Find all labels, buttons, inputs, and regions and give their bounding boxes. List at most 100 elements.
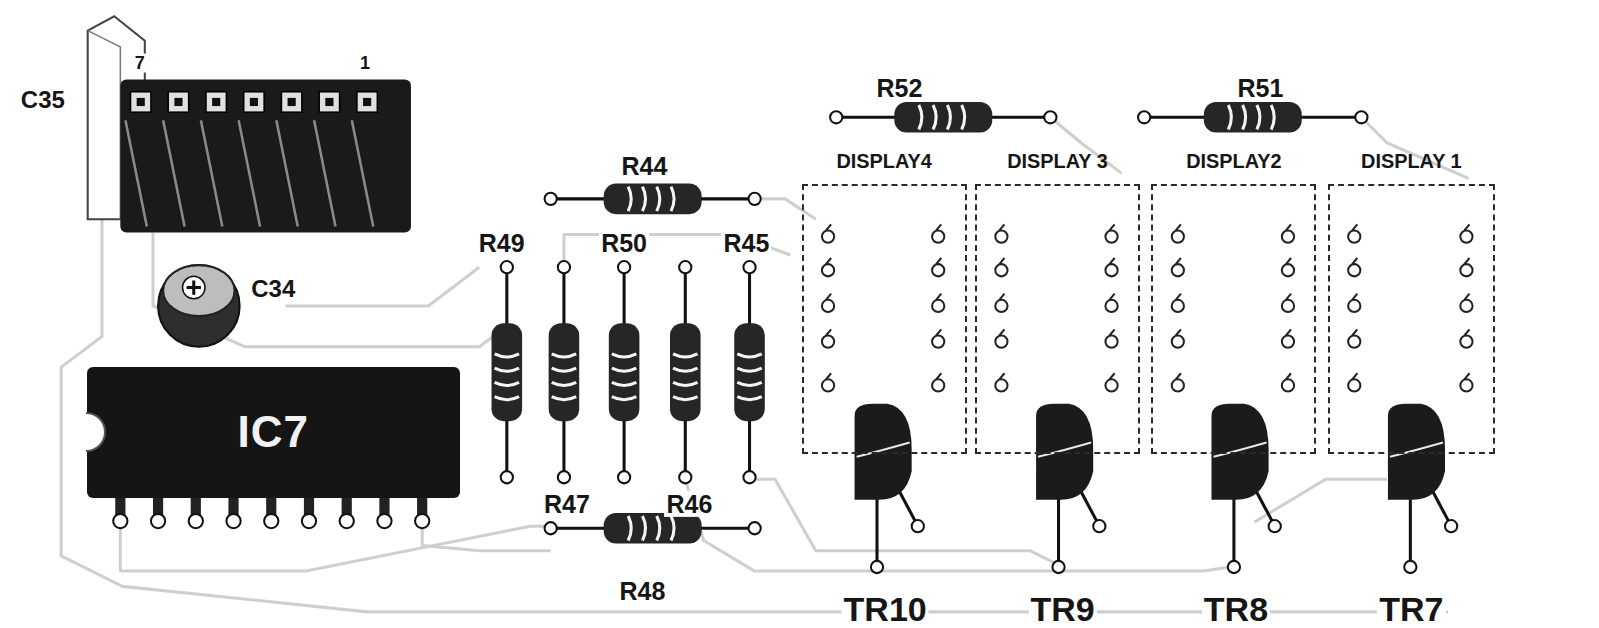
copper-trace xyxy=(750,479,1061,566)
transistor-body xyxy=(1211,404,1268,500)
artwork xyxy=(61,16,1472,612)
solder-pad xyxy=(558,261,570,273)
transistor-body xyxy=(1388,404,1445,500)
solder-pad xyxy=(995,379,1007,391)
solder-pad xyxy=(822,264,834,276)
pad-lead xyxy=(1352,294,1357,300)
solder-pad xyxy=(1460,230,1472,242)
resistor-symbol xyxy=(545,184,761,215)
connector-ridge xyxy=(352,120,373,226)
capacitor-c34 xyxy=(158,265,240,347)
ic-pin xyxy=(115,496,125,516)
part-label: R48 xyxy=(618,578,668,604)
part-label: C35 xyxy=(19,87,67,112)
solder-pad xyxy=(1093,520,1105,532)
color-band xyxy=(737,354,761,357)
color-band xyxy=(947,105,950,129)
connector-hole xyxy=(288,98,296,106)
connector-ridge xyxy=(125,120,146,226)
part-label: R46 xyxy=(664,491,714,517)
transistor-leg xyxy=(1232,496,1235,563)
pad-lead xyxy=(1286,224,1291,230)
ic-pin xyxy=(417,496,427,516)
color-band xyxy=(612,382,636,385)
part-label: C34 xyxy=(249,276,297,301)
ic-pin xyxy=(379,496,389,516)
solder-pad xyxy=(1172,300,1184,312)
solder-pad xyxy=(995,230,1007,242)
color-band xyxy=(495,368,519,371)
part-label: IC7 xyxy=(238,407,309,457)
solder-pad xyxy=(501,471,513,483)
pad-lead xyxy=(1286,373,1291,379)
polarity-mark xyxy=(183,276,205,298)
pad-lead xyxy=(1110,373,1115,379)
pad-lead xyxy=(1110,258,1115,264)
pad-lead xyxy=(1464,373,1469,379)
solder-pad xyxy=(1404,561,1416,573)
color-band xyxy=(737,368,761,371)
color-band xyxy=(552,368,576,371)
color-band xyxy=(642,516,645,540)
solder-pad xyxy=(743,261,755,273)
transistor-leg xyxy=(875,496,878,563)
part-label: R45 xyxy=(722,230,772,256)
solder-pad xyxy=(302,514,316,528)
transistor-leg xyxy=(1433,492,1449,523)
resistor-body xyxy=(492,323,523,421)
connector-ridge xyxy=(239,120,260,226)
solder-pad xyxy=(995,264,1007,276)
pin-number: 1 xyxy=(358,54,372,73)
pad-lead xyxy=(936,258,941,264)
transistor-symbol xyxy=(1388,404,1457,573)
solder-pad xyxy=(113,514,127,528)
pad-lead xyxy=(1176,294,1181,300)
connector-ridge xyxy=(201,120,222,226)
copper-trace xyxy=(153,233,507,347)
pad-lead xyxy=(999,373,1004,379)
resistor-symbol xyxy=(734,261,765,483)
transistor-symbol xyxy=(1211,404,1280,573)
connector-hole xyxy=(174,98,182,106)
display-label: DISPLAY2 xyxy=(1151,149,1316,173)
transistor-symbol xyxy=(1036,404,1105,573)
color-band xyxy=(962,105,965,129)
color-band xyxy=(673,354,697,357)
ic-package: IC7 xyxy=(87,367,460,498)
connector-hole xyxy=(250,98,258,106)
solder-pad xyxy=(679,261,691,273)
resistor-symbol xyxy=(1138,102,1367,133)
solder-pad xyxy=(1460,264,1472,276)
solder-pad xyxy=(558,471,570,483)
solder-pad xyxy=(1348,379,1360,391)
pad-lead xyxy=(1286,329,1291,335)
capacitor-top xyxy=(163,265,234,316)
connector-pin xyxy=(244,92,264,112)
part-label: R44 xyxy=(620,153,670,179)
part-label: R47 xyxy=(542,491,592,517)
ic-notch xyxy=(86,412,106,452)
pad-lead xyxy=(936,294,941,300)
pad-lead xyxy=(1176,373,1181,379)
transistor-highlight xyxy=(857,443,910,457)
connector-ridge xyxy=(314,120,335,226)
pad-lead xyxy=(936,224,941,230)
solder-pad xyxy=(871,561,883,573)
copper-trace xyxy=(286,267,480,306)
color-band xyxy=(495,354,519,357)
pad-lead xyxy=(936,373,941,379)
solder-pad xyxy=(189,514,203,528)
part-label: TR8 xyxy=(1202,592,1270,628)
ic-pin xyxy=(266,496,276,516)
solder-pad xyxy=(1052,561,1064,573)
solder-pad xyxy=(1348,336,1360,348)
solder-pad xyxy=(618,471,630,483)
solder-pad xyxy=(830,111,842,123)
color-band xyxy=(657,187,660,211)
pad-lead xyxy=(826,373,831,379)
resistor-body xyxy=(604,513,702,544)
connector-hole xyxy=(137,98,145,106)
solder-pad xyxy=(932,264,944,276)
transistor-body xyxy=(1036,404,1093,500)
